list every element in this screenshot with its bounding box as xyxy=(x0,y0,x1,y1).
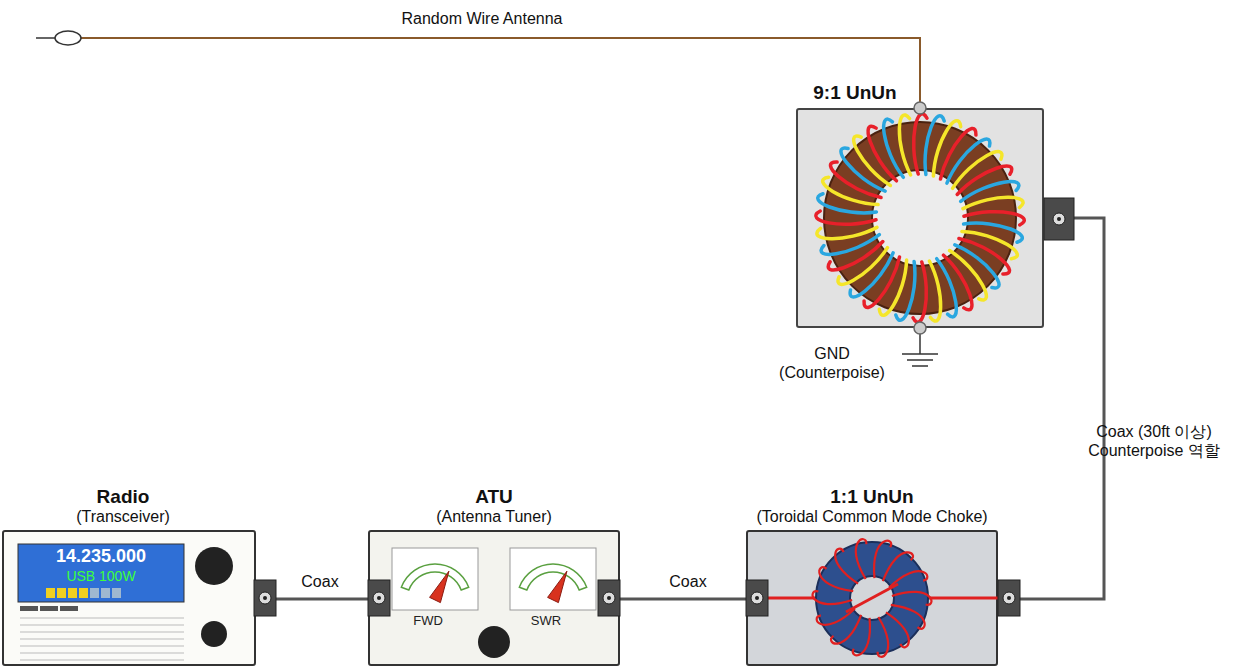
coax-jack xyxy=(598,580,620,616)
ferrite-toroid xyxy=(816,542,928,654)
tuning-knob xyxy=(195,547,233,585)
device-name: ATU xyxy=(436,486,552,508)
unun-box: 9:1 UnUn xyxy=(796,108,1044,328)
meter xyxy=(510,548,596,610)
device-name: Radio xyxy=(76,486,170,508)
device-name: 9:1 UnUn xyxy=(813,82,896,104)
knob xyxy=(201,621,227,647)
cable-label: Coax xyxy=(648,572,728,591)
device-drawing xyxy=(746,530,998,666)
antenna-label: Random Wire Antenna xyxy=(362,9,602,28)
device-drawing xyxy=(368,530,620,666)
terminal xyxy=(914,102,926,114)
panel-text: 14.235.000 xyxy=(18,546,184,567)
node-heading: Radio(Transceiver) xyxy=(76,486,170,526)
coax-jack xyxy=(368,580,390,616)
terminal xyxy=(914,322,926,334)
ground-label: GND (Counterpoise) xyxy=(768,344,896,382)
toroid-core xyxy=(824,122,1016,314)
display xyxy=(18,544,184,602)
device-subtitle: (Toroidal Common Mode Choke) xyxy=(756,508,987,526)
radio-box: Radio(Transceiver)14.235.000USB 100W xyxy=(2,530,256,666)
ground-symbol xyxy=(902,330,938,366)
cable-label: Coax xyxy=(280,572,360,591)
device-subtitle: (Transceiver) xyxy=(76,508,170,526)
panel-text: USB 100W xyxy=(18,568,184,584)
coax-jack xyxy=(254,580,276,616)
meter xyxy=(392,548,478,610)
cable-label: Coax (30ft 이상) Counterpoise 역할 xyxy=(1066,422,1242,460)
coax-jack xyxy=(998,580,1020,616)
atu-box: ATU(Antenna Tuner)FWDSWR xyxy=(368,530,620,666)
node-heading: ATU(Antenna Tuner) xyxy=(436,486,552,526)
device-drawing xyxy=(796,108,1044,328)
coax-jack xyxy=(1044,198,1074,240)
tune-knob xyxy=(478,626,510,658)
panel-text: SWR xyxy=(516,614,576,629)
insulator xyxy=(55,31,81,45)
coax-cable xyxy=(620,598,746,601)
random-wire xyxy=(36,31,920,102)
coax-jack xyxy=(746,580,768,616)
node-heading: 9:1 UnUn xyxy=(813,82,896,104)
device-subtitle: (Antenna Tuner) xyxy=(436,508,552,526)
device-name: 1:1 UnUn xyxy=(756,486,987,508)
choke-box: 1:1 UnUn(Toroidal Common Mode Choke) xyxy=(746,530,998,666)
node-heading: 1:1 UnUn(Toroidal Common Mode Choke) xyxy=(756,486,987,526)
panel-text: FWD xyxy=(398,614,458,629)
